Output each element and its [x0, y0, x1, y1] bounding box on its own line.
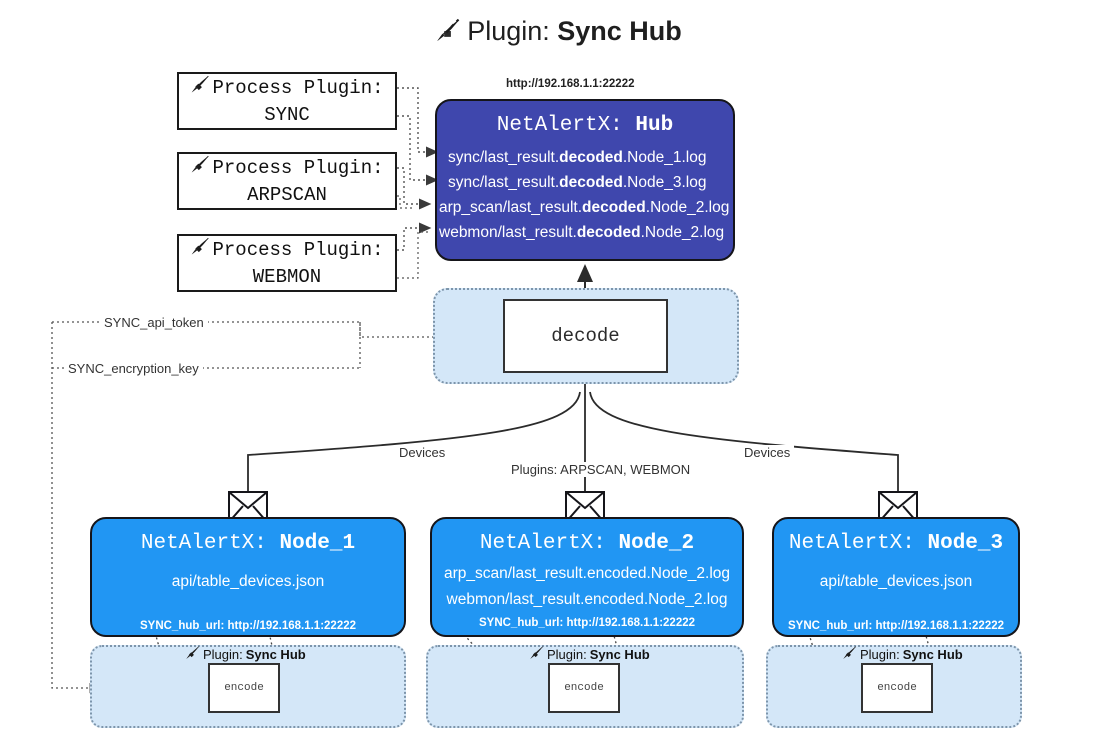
decode-label: decode: [551, 325, 620, 347]
plug-icon: [529, 645, 544, 663]
secret-label-api-token: SYNC_api_token: [100, 315, 208, 330]
encode-caption-prefix: Plugin:: [203, 646, 243, 662]
plug-icon: [185, 645, 200, 663]
hub-log-row: sync/last_result.decoded.Node_3.log: [437, 170, 733, 195]
row-post: .Node_3.log: [622, 174, 707, 191]
node-name: Node_2: [618, 532, 695, 555]
hub-log-rows: sync/last_result.decoded.Node_1.log sync…: [437, 145, 733, 245]
node-app: NetAlertX:: [140, 532, 267, 555]
node-footer: SYNC_hub_url: http://192.168.1.1:22222: [139, 620, 357, 632]
node-line: api/table_devices.json: [171, 573, 325, 590]
node-name: Node_3: [927, 532, 1004, 555]
process-plugin-name: ARPSCAN: [247, 183, 327, 206]
node-header: NetAlertX: Node_2: [432, 532, 742, 555]
process-plugin-box-arpscan[interactable]: Process Plugin: ARPSCAN: [177, 152, 397, 210]
edge-label-devices-right: Devices: [740, 445, 795, 460]
hub-node[interactable]: NetAlertX: Hub sync/last_result.decoded.…: [435, 99, 735, 261]
encode-caption-name: Sync Hub: [589, 646, 650, 662]
encode-label: encode: [564, 682, 604, 694]
encode-box-node-2[interactable]: encode: [548, 663, 620, 713]
process-plugin-box-webmon[interactable]: Process Plugin: WEBMON: [177, 234, 397, 292]
encode-label: encode: [224, 682, 264, 694]
node-line: webmon/last_result.encoded.Node_2.log: [446, 591, 728, 608]
encode-caption-node-2: Plugin: Sync Hub: [529, 645, 650, 663]
process-plugin-box-sync[interactable]: Process Plugin: SYNC: [177, 72, 397, 130]
row-post: .Node_1.log: [622, 149, 707, 166]
row-pre: webmon/last_result.: [439, 224, 577, 241]
process-plugin-name: SYNC: [264, 103, 310, 126]
encode-caption-prefix: Plugin:: [860, 646, 900, 662]
process-plugin-label: Process Plugin:: [212, 156, 384, 179]
process-plugin-label: Process Plugin:: [212, 238, 384, 261]
node-name: Node_1: [279, 532, 356, 555]
encode-caption-node-1: Plugin: Sync Hub: [185, 645, 306, 663]
node-line: arp_scan/last_result.encoded.Node_2.log: [443, 565, 731, 582]
plug-icon: [435, 17, 461, 50]
process-plugin-name: WEBMON: [252, 265, 322, 288]
plug-icon: [190, 154, 210, 182]
node-header: NetAlertX: Node_1: [92, 532, 404, 555]
row-pre: arp_scan/last_result.: [439, 199, 583, 216]
hub-url-caption: http://192.168.1.1:22222: [506, 78, 635, 90]
title-name: Sync Hub: [557, 16, 682, 46]
plug-icon: [190, 236, 210, 264]
hub-app: NetAlertX:: [496, 114, 623, 137]
row-mid: decoded: [559, 149, 623, 166]
hub-name: Hub: [635, 114, 674, 137]
hub-log-row: sync/last_result.decoded.Node_1.log: [437, 145, 733, 170]
plug-icon: [842, 645, 857, 663]
process-plugin-label: Process Plugin:: [212, 76, 384, 99]
node-app: NetAlertX:: [788, 532, 915, 555]
encode-label: encode: [877, 682, 917, 694]
edge-label-devices-left: Devices: [395, 445, 450, 460]
node-line: api/table_devices.json: [819, 573, 973, 590]
node-header: NetAlertX: Node_3: [774, 532, 1018, 555]
node-box-node-1[interactable]: NetAlertX: Node_1 api/table_devices.json…: [90, 517, 406, 637]
node-app: NetAlertX:: [479, 532, 606, 555]
title-prefix: Plugin:: [467, 16, 550, 46]
row-pre: sync/last_result.: [448, 174, 560, 191]
encode-caption-node-3: Plugin: Sync Hub: [842, 645, 963, 663]
row-post: .Node_2.log: [640, 224, 725, 241]
decode-box[interactable]: decode: [503, 299, 668, 373]
edge-label-plugins-mid: Plugins: ARPSCAN, WEBMON: [507, 462, 695, 477]
node-footer: SYNC_hub_url: http://192.168.1.1:22222: [478, 617, 696, 629]
row-post: .Node_2.log: [645, 199, 730, 216]
encode-box-node-3[interactable]: encode: [861, 663, 933, 713]
secret-label-encryption-key: SYNC_encryption_key: [64, 361, 203, 376]
page-title: Plugin: Sync Hub: [0, 16, 1117, 50]
hub-log-row: webmon/last_result.decoded.Node_2.log: [437, 220, 733, 245]
row-mid: decoded: [576, 224, 641, 241]
encode-box-node-1[interactable]: encode: [208, 663, 280, 713]
encode-caption-prefix: Plugin:: [547, 646, 587, 662]
hub-log-row: arp_scan/last_result.decoded.Node_2.log: [437, 195, 733, 220]
encode-caption-name: Sync Hub: [245, 646, 306, 662]
row-mid: decoded: [559, 174, 623, 191]
node-footer: SYNC_hub_url: http://192.168.1.1:22222: [787, 620, 1005, 632]
encode-caption-name: Sync Hub: [902, 646, 963, 662]
hub-header: NetAlertX: Hub: [437, 114, 733, 137]
row-mid: decoded: [582, 199, 646, 216]
row-pre: sync/last_result.: [448, 149, 560, 166]
node-box-node-3[interactable]: NetAlertX: Node_3 api/table_devices.json…: [772, 517, 1020, 637]
plug-icon: [190, 74, 210, 102]
node-box-node-2[interactable]: NetAlertX: Node_2 arp_scan/last_result.e…: [430, 517, 744, 637]
